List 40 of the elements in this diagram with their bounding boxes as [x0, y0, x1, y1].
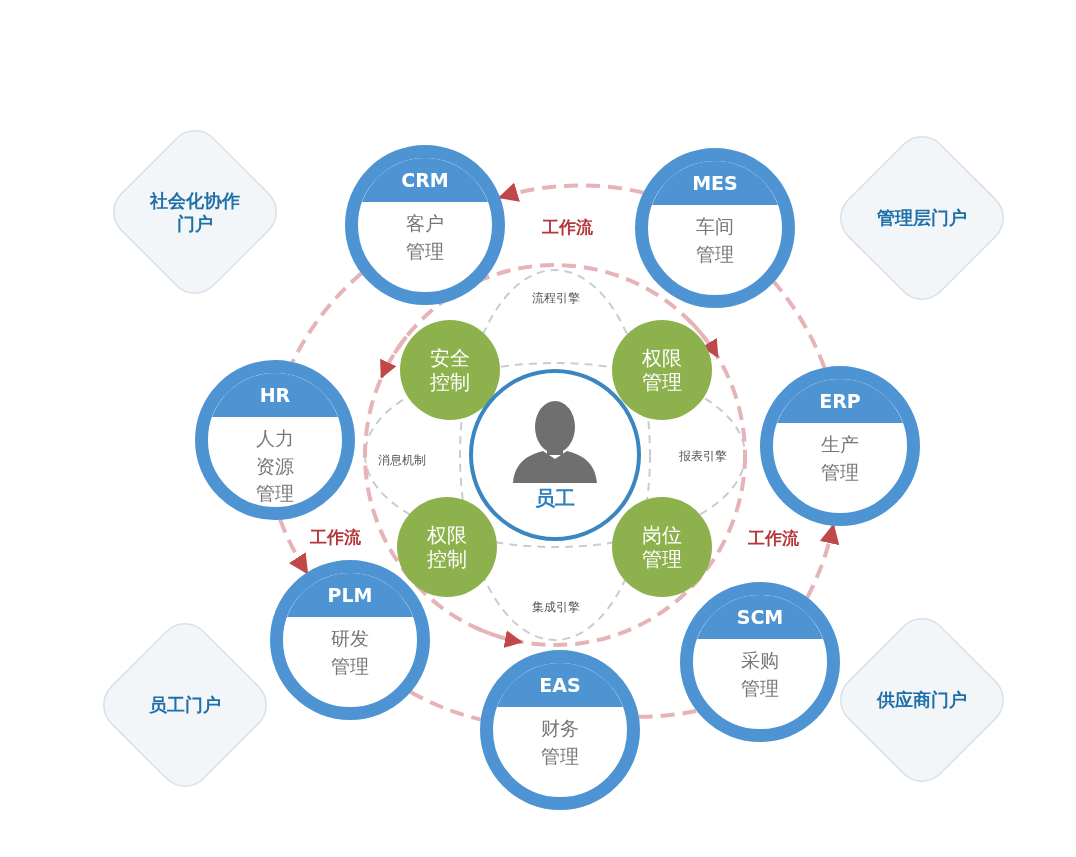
module-label: 人力资源管理: [255, 426, 295, 507]
feature-label: 权限管理: [641, 346, 683, 394]
module-title: ERP: [819, 390, 861, 412]
feature-label: 权限控制: [426, 523, 468, 571]
connector-line: [409, 690, 482, 722]
portal-label: 供应商门户: [877, 688, 967, 712]
module-title: MES: [692, 172, 738, 194]
module-title: PLM: [327, 584, 373, 606]
arrow: [497, 183, 644, 203]
feature-label: 岗位管理: [641, 523, 683, 571]
module-label: 财务管理: [540, 716, 580, 769]
module-title: CRM: [401, 169, 449, 191]
feature-circle: [397, 497, 497, 597]
engine-label: 消息机制: [378, 451, 426, 469]
engine-label: 流程引擎: [532, 289, 580, 307]
module-label: 车间管理: [695, 214, 735, 267]
module-title: EAS: [539, 674, 581, 696]
connector-line: [290, 271, 363, 364]
module-title: SCM: [736, 606, 784, 628]
module-label: 采购管理: [740, 648, 780, 701]
feature-label: 安全控制: [429, 346, 471, 394]
connector-line: [638, 708, 698, 719]
engine-label: 报表引擎: [679, 447, 727, 465]
module-title: HR: [259, 384, 291, 406]
arrow: [278, 518, 309, 575]
feature-circle: [612, 320, 712, 420]
module-label: 客户管理: [405, 211, 445, 264]
center-label: 员工: [534, 485, 576, 512]
flow-label: 工作流: [541, 215, 593, 239]
module-label: 生产管理: [820, 432, 860, 485]
portal-label: 员工门户: [149, 693, 221, 717]
module-label: 研发管理: [330, 626, 370, 679]
arrow: [805, 523, 839, 599]
engine-label: 集成引擎: [532, 598, 580, 616]
feature-circle: [612, 497, 712, 597]
portal-label: 社会化协作门户: [150, 188, 240, 236]
portal-label: 管理层门户: [877, 206, 967, 230]
flow-label: 工作流: [747, 526, 799, 550]
flow-label: 工作流: [309, 525, 361, 549]
connector-line: [772, 280, 827, 369]
